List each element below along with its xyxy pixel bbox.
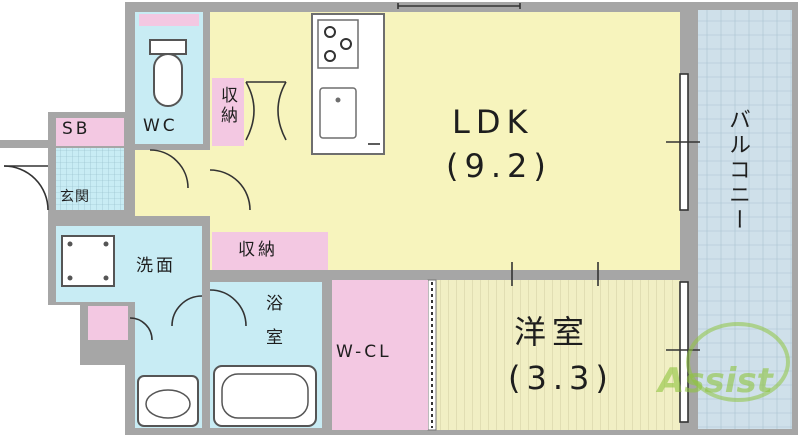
storage-lower-area — [212, 232, 328, 270]
stove-burner-icon — [324, 50, 336, 62]
sb-area — [56, 118, 124, 146]
bath-label-bottom: 室 — [266, 328, 286, 348]
western-room-area — [436, 280, 680, 430]
assist-logo: Assist — [655, 322, 790, 402]
washroom-label: 洗面 — [136, 256, 176, 276]
entrance-area — [56, 148, 124, 210]
balcony-label: バルコニー — [725, 108, 750, 233]
hallway-area — [135, 150, 210, 216]
wcl-label: W-CL — [336, 342, 392, 362]
watermark-text: Assist — [655, 361, 775, 401]
western-room-label: 洋室 — [514, 313, 591, 351]
storage-upper-area — [212, 78, 244, 146]
storage-lower-label: 収納 — [238, 240, 278, 260]
wc-label: WC — [143, 116, 178, 136]
ldk-size: (9.2) — [446, 147, 552, 185]
toilet-bowl-icon — [153, 53, 183, 107]
wcl-area — [332, 280, 428, 430]
storage-upper-label: 収納 — [217, 86, 237, 126]
stove-burner-icon — [324, 26, 336, 38]
toilet-tank-icon — [149, 39, 187, 55]
bathtub-icon — [213, 365, 317, 427]
sb-label: SB — [62, 119, 91, 139]
door-swings — [3, 81, 287, 341]
entrance-label: 玄関 — [60, 189, 90, 205]
western-room-size: (3.3) — [508, 359, 614, 397]
sink-icon — [319, 87, 357, 139]
stove-burner-icon — [340, 38, 352, 50]
bath-label-top: 浴 — [266, 294, 286, 314]
ldk-label: LDK — [452, 103, 534, 141]
